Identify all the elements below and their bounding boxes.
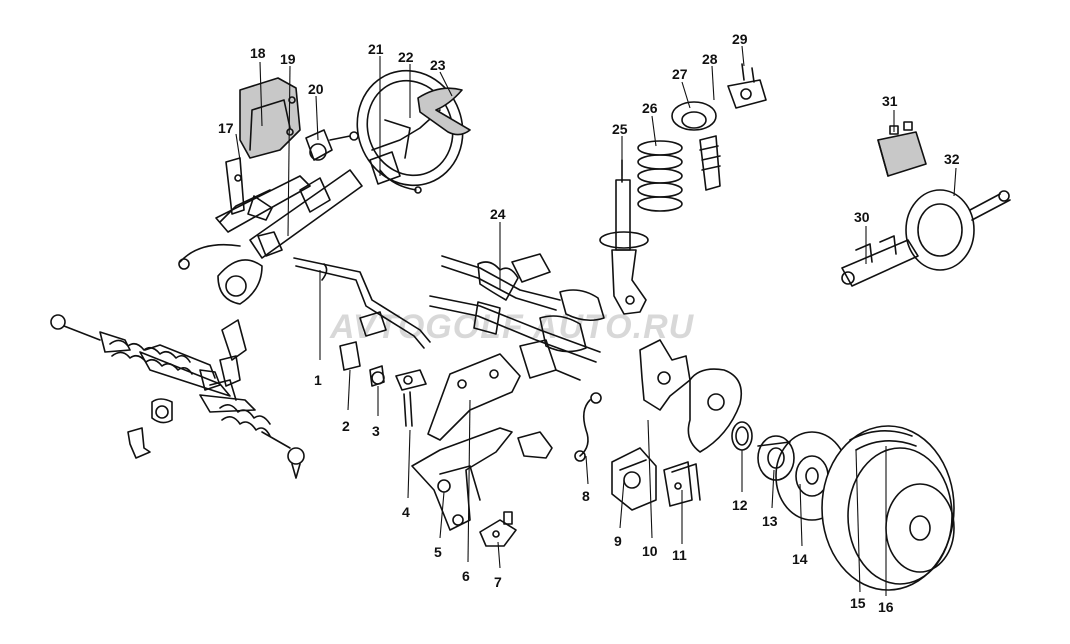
callout-17: 17 (218, 120, 234, 136)
column-cover-upper (239, 77, 301, 159)
steering-wheel (356, 69, 464, 194)
spring-seat (671, 101, 721, 191)
callout-23: 23 (430, 57, 446, 73)
callout-25: 25 (612, 121, 628, 137)
dust-shield (687, 368, 743, 453)
callout-11: 11 (672, 547, 687, 563)
subframe-bracket (427, 353, 521, 441)
coil-spring (637, 140, 683, 212)
stabilizer-bar (293, 257, 431, 387)
callout-31: 31 (882, 93, 898, 109)
relay-block (877, 121, 927, 177)
brake-hose (574, 392, 602, 462)
lower-control-arm (411, 427, 513, 531)
wheel-bearing (731, 421, 753, 451)
callout-14: 14 (792, 551, 808, 567)
callout-4: 4 (402, 504, 410, 520)
callout-28: 28 (702, 51, 718, 67)
horn-pad (417, 87, 471, 136)
callout-18: 18 (250, 45, 266, 61)
leader-lines (235, 45, 957, 596)
tie-rod-end (395, 369, 427, 427)
strut-assembly (599, 159, 649, 315)
steering-rack (50, 314, 305, 479)
callout-19: 19 (280, 51, 296, 67)
callout-16: 16 (878, 599, 894, 615)
callout-29: 29 (732, 31, 748, 47)
arm-clamp (517, 431, 553, 459)
callout-22: 22 (398, 49, 414, 65)
callout-9: 9 (614, 533, 622, 549)
callout-32: 32 (944, 151, 960, 167)
drive-shaft-lower (429, 295, 601, 381)
callout-2: 2 (342, 418, 350, 434)
callout-13: 13 (762, 513, 778, 529)
strut-mount (727, 63, 767, 109)
callout-3: 3 (372, 423, 380, 439)
callout-26: 26 (642, 100, 658, 116)
callout-27: 27 (672, 66, 688, 82)
callout-7: 7 (494, 574, 502, 590)
callout-21: 21 (368, 41, 384, 57)
wheel-tire (821, 425, 955, 591)
callout-12: 12 (732, 497, 748, 513)
callout-6: 6 (462, 568, 470, 584)
drive-shaft-upper (441, 253, 605, 322)
callout-5: 5 (434, 544, 442, 560)
callout-15: 15 (850, 595, 866, 611)
callout-labels: 1 2 3 4 5 6 7 8 9 10 11 12 13 14 15 16 1… (218, 31, 960, 615)
callout-8: 8 (582, 488, 590, 504)
callout-1: 1 (314, 372, 322, 388)
ignition-switch (305, 129, 359, 161)
callout-20: 20 (308, 81, 324, 97)
brake-booster (905, 189, 1011, 271)
master-cylinder (841, 235, 919, 287)
callout-24: 24 (490, 206, 506, 222)
callout-30: 30 (854, 209, 870, 225)
watermark-text: AVTOGOLF AUTO.RU (329, 308, 695, 346)
ball-joint (479, 511, 517, 547)
steering-column (178, 169, 363, 401)
column-bracket (215, 157, 311, 233)
steering-knuckle (639, 339, 691, 411)
callout-10: 10 (642, 543, 658, 559)
brake-pads (663, 461, 701, 507)
